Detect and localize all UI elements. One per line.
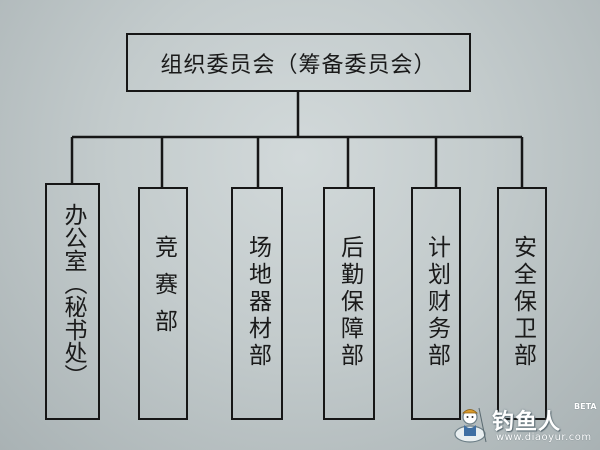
dept-label-finance: 计划财务部 bbox=[423, 235, 450, 370]
dept-label-competition: 竞赛部 bbox=[150, 235, 177, 346]
dept-label-security: 安全保卫部 bbox=[509, 235, 536, 370]
dept-node-office: 办公室（秘书处） bbox=[45, 183, 100, 420]
dept-node-venue: 场地器材部 bbox=[231, 187, 283, 420]
fisherman-logo-icon bbox=[454, 407, 487, 443]
dept-node-security: 安全保卫部 bbox=[497, 187, 547, 420]
watermark-beta-badge: BETA bbox=[574, 402, 597, 411]
dept-node-competition: 竞赛部 bbox=[138, 187, 188, 420]
dept-label-office: 办公室（秘书处） bbox=[60, 203, 86, 387]
dept-node-finance: 计划财务部 bbox=[411, 187, 461, 420]
root-label: 组织委员会（筹备委员会） bbox=[160, 52, 437, 78]
dept-label-venue: 场地器材部 bbox=[244, 235, 271, 370]
root-node: 组织委员会（筹备委员会） bbox=[126, 33, 471, 92]
dept-node-logistics: 后勤保障部 bbox=[323, 187, 375, 420]
site-watermark: 钓鱼人 BETA www.diaoyur.com bbox=[452, 402, 598, 448]
watermark-url: www.diaoyur.com bbox=[496, 432, 592, 443]
dept-label-logistics: 后勤保障部 bbox=[336, 235, 363, 370]
watermark-title: 钓鱼人 bbox=[492, 410, 562, 435]
